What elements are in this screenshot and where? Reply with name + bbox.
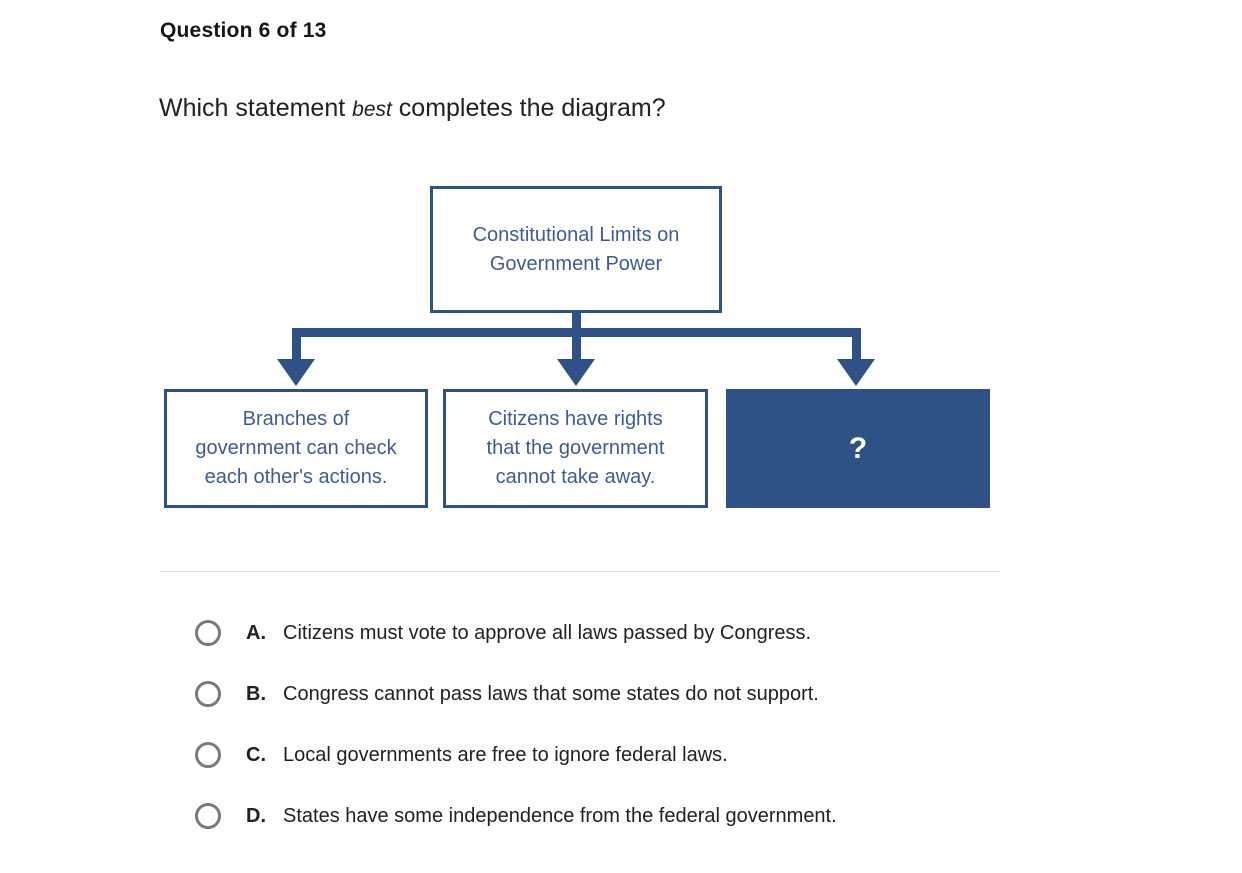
question-text: Which statement best completes the diagr…	[159, 94, 666, 123]
answer-option-d[interactable]: D. States have some independence from th…	[195, 802, 837, 830]
radio-button-c[interactable]	[195, 742, 221, 768]
option-text: States have some independence from the f…	[283, 804, 837, 827]
diagram-unknown-box: ?	[726, 389, 990, 508]
radio-button-d[interactable]	[195, 803, 221, 829]
radio-button-a[interactable]	[195, 620, 221, 646]
answer-option-b[interactable]: B. Congress cannot pass laws that some s…	[195, 680, 819, 708]
connector-horizontal-bar	[292, 328, 861, 337]
option-text: Local governments are free to ignore fed…	[283, 743, 728, 766]
connector-drop-middle	[572, 337, 581, 360]
option-letter: B.	[246, 682, 266, 705]
option-letter: A.	[246, 621, 266, 644]
radio-button-b[interactable]	[195, 681, 221, 707]
question-counter: Question 6 of 13	[160, 19, 327, 42]
arrow-down-icon	[557, 359, 595, 386]
connector-drop-left	[292, 337, 301, 360]
answer-option-a[interactable]: A. Citizens must vote to approve all law…	[195, 619, 811, 647]
option-letter: D.	[246, 804, 266, 827]
connector-stub	[572, 313, 581, 333]
answer-option-c[interactable]: C. Local governments are free to ignore …	[195, 741, 728, 769]
question-prefix: Which statement	[159, 94, 353, 122]
connector-drop-right	[852, 337, 861, 360]
diagram-child-box-2: Citizens have rights that the government…	[443, 389, 708, 508]
diagram-child-box-1: Branches of government can check each ot…	[164, 389, 428, 508]
arrow-down-icon	[837, 359, 875, 386]
divider	[160, 571, 1000, 572]
option-text: Citizens must vote to approve all laws p…	[283, 621, 812, 644]
question-emphasis: best	[352, 98, 392, 121]
option-letter: C.	[246, 743, 266, 766]
question-suffix: completes the diagram?	[391, 94, 666, 122]
option-text: Congress cannot pass laws that some stat…	[283, 682, 819, 705]
diagram-root-box: Constitutional Limits on Government Powe…	[430, 186, 722, 313]
arrow-down-icon	[277, 359, 315, 386]
